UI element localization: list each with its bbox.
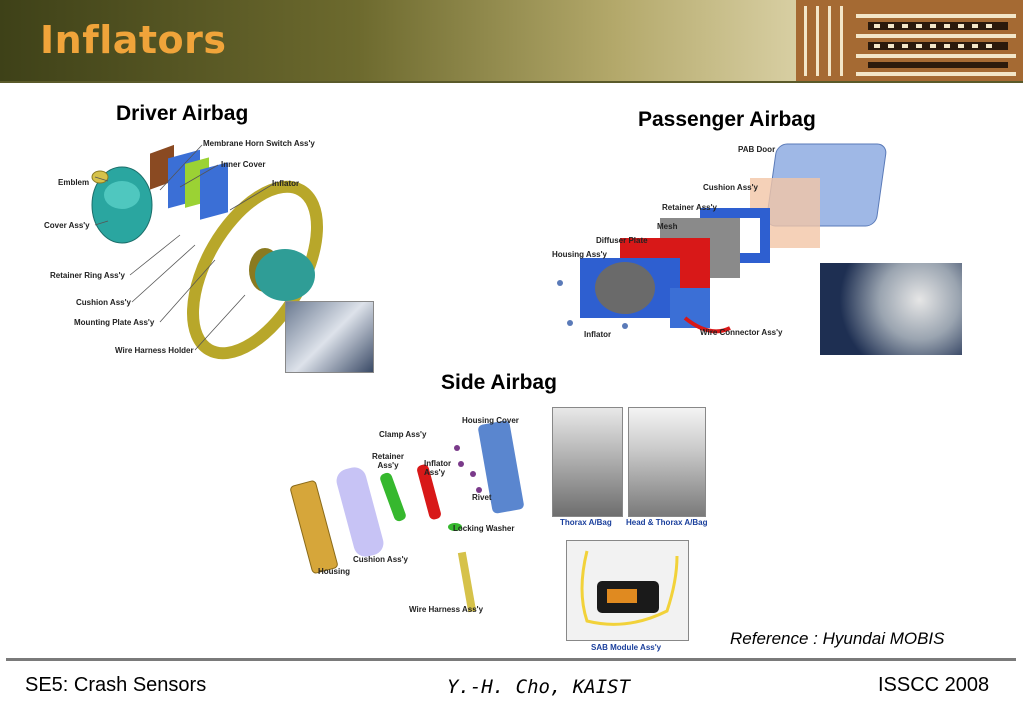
passenger-airbag-diagram: [557, 143, 887, 334]
caption-sab-module: SAB Module Ass'y: [591, 643, 662, 652]
label-cover-assy: Cover Ass'y: [44, 221, 90, 230]
sab-module-photo: [566, 540, 689, 641]
footer-session: SE5: Crash Sensors: [25, 674, 207, 696]
side-airbag-heading: Side Airbag: [441, 371, 557, 394]
label-retainer-ring: Retainer Ring Ass'y: [50, 271, 125, 280]
label-side-inflator: Inflator Ass'y: [424, 459, 452, 477]
driver-airbag-diagram: [91, 144, 323, 360]
caption-thorax: Thorax A/Bag: [560, 518, 612, 527]
label-passenger-cushion: Cushion Ass'y: [703, 183, 758, 192]
label-diffuser-plate: Diffuser Plate: [596, 236, 648, 245]
footer-author: Y.-H. Cho, KAIST: [447, 676, 631, 698]
label-inner-cover: Inner Cover: [221, 160, 266, 169]
passenger-module-photo: [820, 263, 962, 355]
passenger-airbag-heading: Passenger Airbag: [638, 108, 816, 131]
label-clamp-assy: Clamp Ass'y: [379, 430, 427, 439]
label-pab-door: PAB Door: [738, 145, 776, 154]
label-mounting-plate: Mounting Plate Ass'y: [74, 318, 155, 327]
driver-airbag-heading: Driver Airbag: [116, 102, 249, 125]
thorax-airbag-photo: [552, 407, 623, 517]
label-wire-harness-assy: Wire Harness Ass'y: [409, 605, 484, 614]
label-driver-inflator: Inflator: [272, 179, 300, 188]
label-passenger-inflator: Inflator: [584, 330, 612, 339]
head-thorax-airbag-photo: [628, 407, 706, 517]
reference-note: Reference : Hyundai MOBIS: [730, 629, 945, 648]
label-membrane-horn-switch: Membrane Horn Switch Ass'y: [203, 139, 315, 148]
label-housing-cover: Housing Cover: [462, 416, 519, 425]
label-locking-washer: Locking Washer: [453, 524, 515, 533]
label-mesh: Mesh: [657, 222, 678, 231]
label-passenger-retainer: Retainer Ass'y: [662, 203, 717, 212]
side-airbag-diagram: [290, 420, 524, 613]
label-side-cushion: Cushion Ass'y: [353, 555, 408, 564]
footer-divider: [6, 658, 1016, 661]
driver-module-photo: [285, 301, 374, 373]
header-divider: [0, 81, 1023, 83]
caption-head-thorax: Head & Thorax A/Bag: [626, 518, 708, 527]
label-side-retainer: Retainer Ass'y: [371, 452, 404, 470]
label-driver-cushion: Cushion Ass'y: [76, 298, 131, 307]
slide-title: Inflators: [40, 18, 227, 62]
label-side-housing: Housing: [318, 567, 350, 576]
label-wire-harness-holder: Wire Harness Holder: [115, 346, 194, 355]
label-wire-connector: Wire Connector Ass'y: [700, 328, 783, 337]
footer-conference: ISSCC 2008: [878, 674, 990, 696]
circuit-board-decoration: [796, 0, 1023, 81]
label-housing-assy: Housing Ass'y: [552, 250, 607, 259]
label-rivet: Rivet: [472, 493, 492, 502]
label-emblem: Emblem: [58, 178, 90, 187]
